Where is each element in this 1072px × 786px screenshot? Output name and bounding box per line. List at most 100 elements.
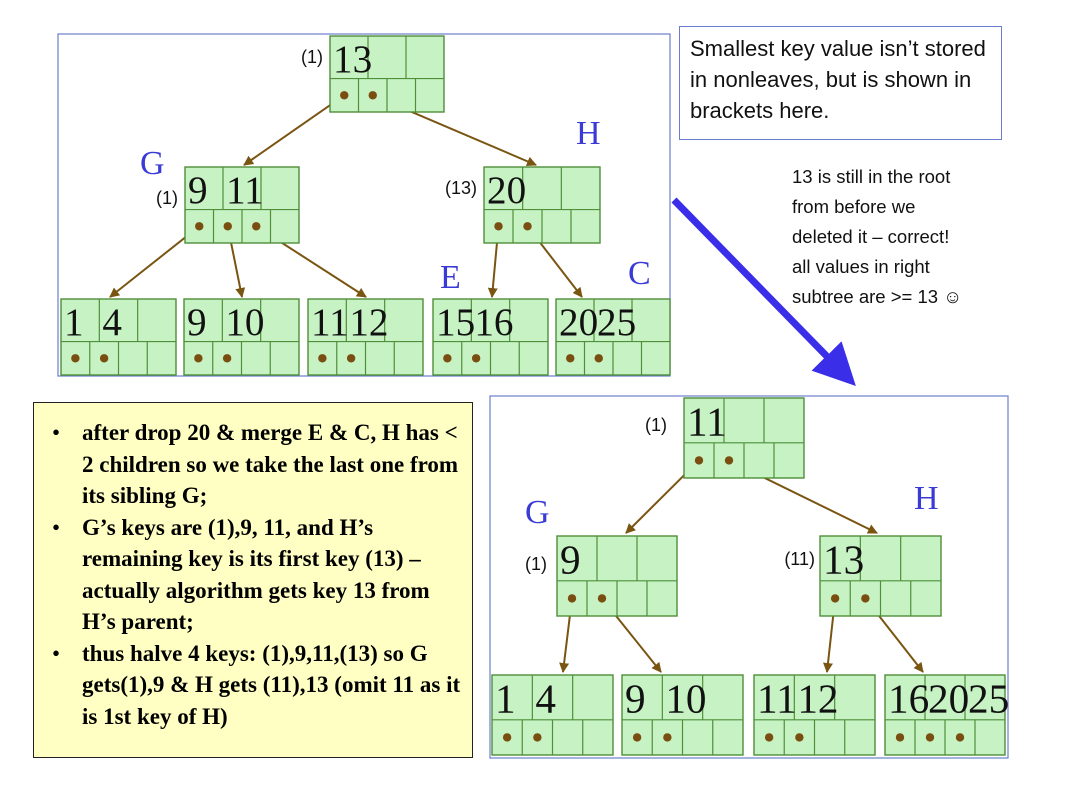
after-leaf-node: 9 10 [621, 674, 744, 756]
bracket-key: (1) [301, 47, 323, 67]
node-key: 11 [687, 399, 727, 445]
before-node-g: 9 11 [184, 166, 300, 244]
pointer-dot [99, 354, 109, 363]
pointer-dot [663, 733, 672, 742]
after-tree-panel [489, 395, 1009, 759]
node-key: 4 [102, 301, 122, 344]
node-key: 25 [597, 301, 636, 344]
explanation-box: •after drop 20 & merge E & C, H has < 2 … [33, 402, 473, 758]
node-key: 20 [559, 301, 598, 344]
pointer-dot [764, 733, 774, 742]
before-node-h: 20 [483, 166, 601, 244]
pointer-dot [195, 222, 204, 231]
label-g: G [525, 494, 550, 531]
node-key: 20 [928, 676, 969, 722]
bracket-key: (1) [525, 554, 547, 574]
side-note-line: 13 is still in the root [792, 166, 951, 187]
node-key: 1 [64, 301, 84, 344]
node-key: 4 [535, 676, 556, 722]
bracket-key: (1) [156, 188, 178, 208]
node-key: 15 [436, 301, 475, 344]
pointer-dot [895, 733, 905, 742]
bullet-icon: • [52, 514, 61, 540]
label-g: G [140, 145, 165, 182]
pointer-dot [594, 354, 603, 363]
pointer-dot [533, 733, 542, 742]
after-root-node: 11 [683, 397, 805, 479]
explanation-text: G’s keys are (1),9, 11, and H’s remainin… [82, 514, 430, 635]
node-key: 25 [968, 676, 1009, 722]
explanation-item: • thus halve 4 keys: (1),9,11,(13) so G g… [46, 638, 464, 733]
bullet-icon: • [52, 640, 61, 666]
node-key: 11 [757, 676, 797, 722]
node-key: 10 [225, 301, 264, 344]
pointer-dot [724, 456, 734, 465]
node-key: 1 [495, 676, 516, 722]
pointer-dot [694, 456, 704, 465]
node-key: 20 [487, 169, 526, 212]
pointer-dot [494, 222, 503, 231]
side-note-line: from before we [792, 196, 916, 217]
bracket-key: (13) [445, 178, 477, 198]
note-box: Smallest key value isn’t stored in nonle… [679, 26, 1002, 140]
node-key: 16 [474, 301, 513, 344]
pointer-dot [194, 354, 203, 363]
side-note-line: all values in right [792, 256, 930, 277]
node-key: 13 [823, 537, 864, 583]
node-key: 10 [665, 676, 706, 722]
explanation-text: thus halve 4 keys: (1),9,11,(13) so G ge… [82, 640, 461, 729]
node-key: 9 [187, 301, 207, 344]
pointer-dot [368, 91, 377, 100]
side-note: 13 is still in the root from before we d… [792, 162, 1032, 312]
pointer-dot [318, 354, 327, 363]
side-note-line: subtree are >= 13 ☺ [792, 286, 963, 307]
label-h: H [576, 115, 601, 152]
pointer-dot [223, 222, 232, 231]
after-node-g: 9 [556, 535, 678, 617]
pointer-dot [71, 354, 80, 363]
transition-arrow [671, 197, 856, 387]
label-c: C [628, 255, 651, 292]
bracket-key: (1) [645, 415, 667, 435]
pointer-dot [795, 733, 804, 742]
label-e: E [440, 259, 461, 296]
pointer-dot [340, 91, 349, 100]
pointer-dot [955, 733, 965, 742]
pointer-dot [925, 733, 935, 742]
pointer-dot [567, 594, 577, 603]
node-key: 9 [188, 169, 208, 212]
node-key: 11 [226, 169, 264, 212]
before-tree-panel [57, 33, 671, 377]
node-key: 12 [797, 676, 838, 722]
pointer-dot [346, 354, 356, 363]
node-box [555, 298, 671, 376]
pointer-dot [632, 733, 642, 742]
node-key: 9 [560, 537, 581, 583]
tree-edge [243, 94, 345, 166]
node-key: 13 [333, 38, 372, 81]
node-key: 16 [888, 676, 929, 722]
pointer-dot [830, 594, 840, 603]
bullet-icon: • [52, 420, 61, 445]
pointer-dot [443, 354, 452, 363]
explanation-list: •after drop 20 & merge E & C, H has < 2 … [46, 417, 464, 732]
label-h: H [914, 480, 939, 517]
explanation-item: •after drop 20 & merge E & C, H has < 2 … [46, 417, 464, 512]
node-key: 11 [311, 301, 349, 344]
before-root-node: 13 [329, 35, 445, 113]
pointer-dot [523, 222, 532, 231]
node-key: 9 [625, 676, 646, 722]
pointer-dot [861, 594, 870, 603]
bracket-key: (11) [784, 549, 815, 569]
explanation-item: • G’s keys are (1),9, 11, and H’s remaini… [46, 512, 464, 638]
pointer-dot [252, 222, 261, 231]
